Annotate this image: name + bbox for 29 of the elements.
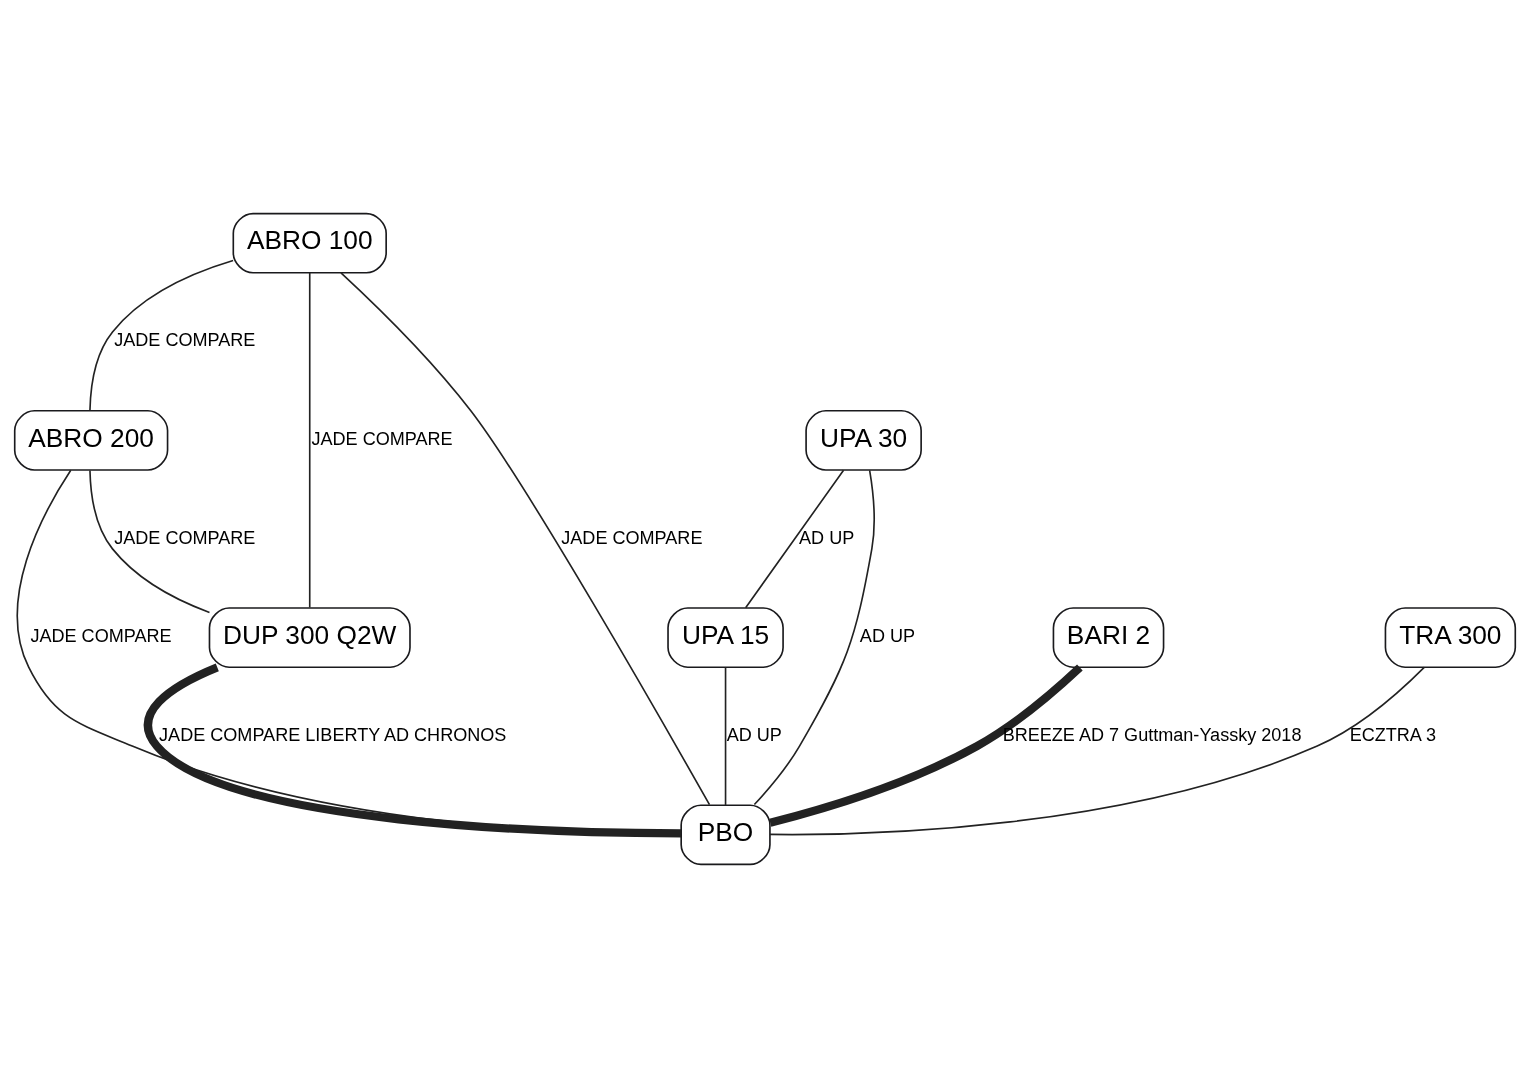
node-box: ABRO 100: [232, 212, 387, 274]
edge-label: JADE COMPARE: [114, 330, 256, 351]
edge-label: JADE COMPARE LIBERTY AD CHRONOS: [159, 724, 507, 745]
node-box: UPA 30: [805, 410, 922, 471]
edge-label: JADE COMPARE: [561, 527, 703, 548]
connector: [769, 666, 1426, 836]
edge-label: AD UP: [726, 724, 782, 745]
edge-label: AD UP: [799, 527, 855, 548]
node-box: BARI 2: [1052, 607, 1165, 669]
node-box: TRA 300: [1384, 607, 1517, 669]
edge-label: JADE COMPARE: [114, 527, 256, 548]
edge-label: BREEZE AD 7 Guttman-Yassky 2018: [1002, 724, 1302, 745]
edge-label: JADE COMPARE: [311, 428, 453, 449]
connector: [724, 666, 727, 806]
node-box: PBO: [680, 804, 771, 866]
node-box: DUP 300 Q2W: [208, 607, 411, 669]
connector: [744, 469, 845, 609]
connector: [769, 664, 1083, 827]
connector: [144, 663, 682, 838]
connector: [340, 272, 711, 806]
connector: [308, 272, 311, 609]
edge-label: AD UP: [859, 626, 916, 647]
node-box: ABRO 200: [13, 410, 169, 471]
connector: [89, 259, 234, 412]
connector: [89, 469, 211, 614]
edge-label: ECZTRA 3: [1349, 724, 1437, 745]
connector: [753, 469, 875, 806]
node-box: UPA 15: [667, 607, 784, 669]
edge-label: JADE COMPARE: [30, 626, 172, 647]
